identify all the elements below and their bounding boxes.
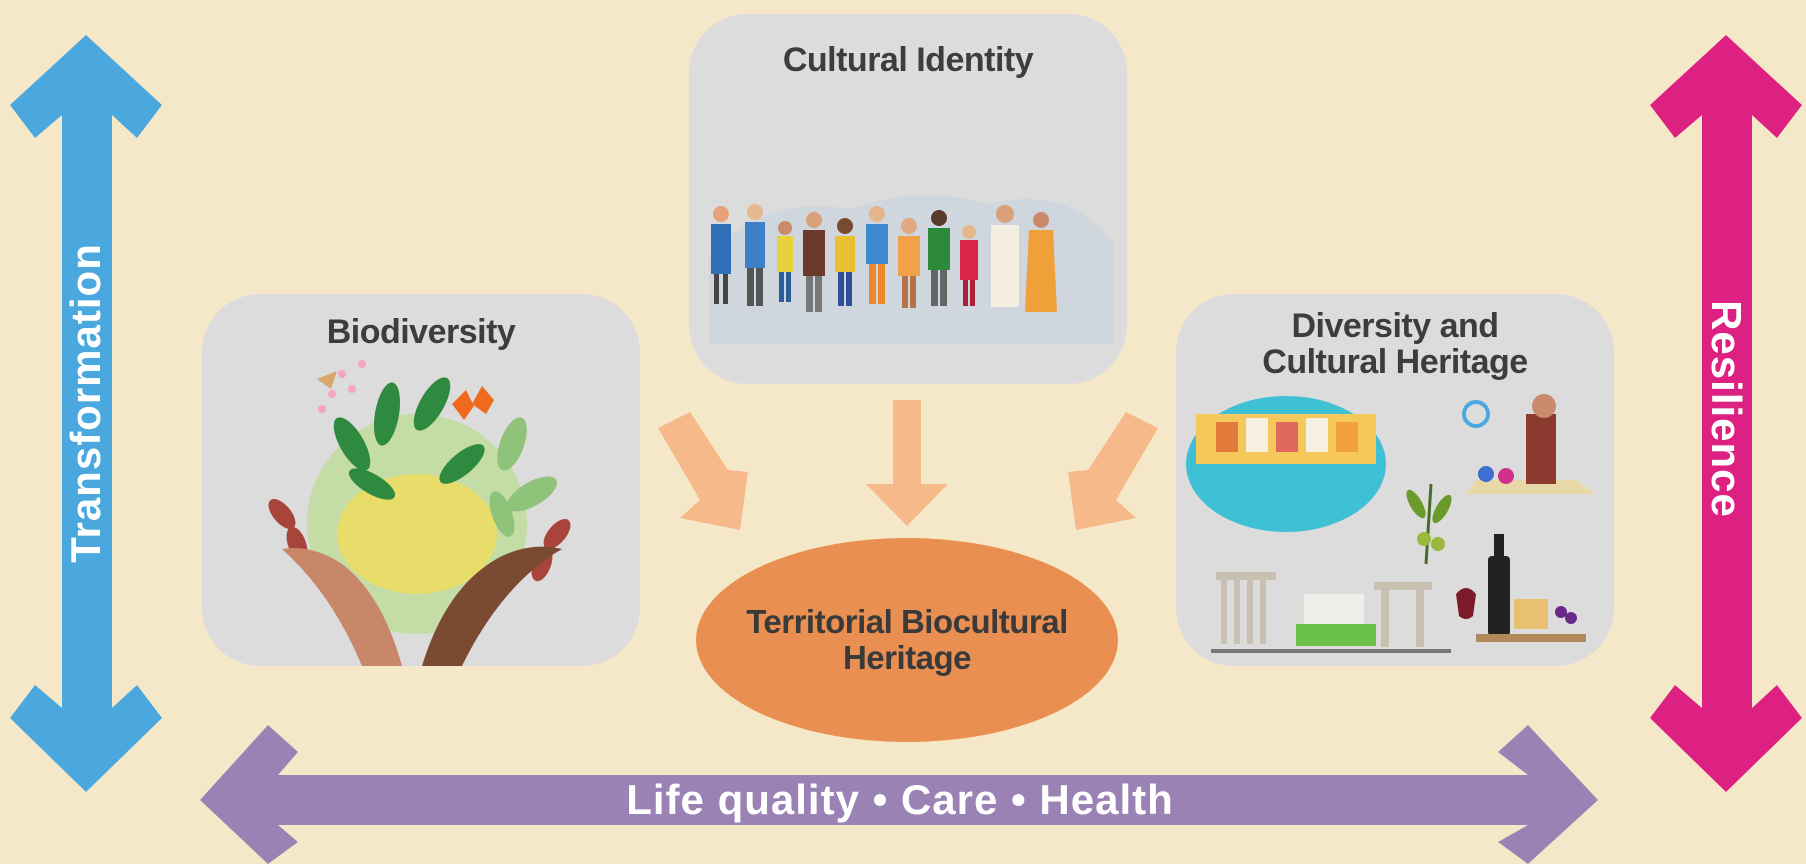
- life-quality-label: Life quality • Care • Health: [626, 776, 1174, 823]
- wine-cheese-icon: [1456, 534, 1586, 642]
- scientist-microscope-icon: [1462, 394, 1596, 494]
- diversity-heritage-title-line1: Diversity and: [1291, 307, 1499, 345]
- resilience-arrow: [1650, 35, 1802, 792]
- olive-branch-icon: [1406, 483, 1452, 565]
- ancient-ruins-icon: [1211, 572, 1451, 653]
- diversity-heritage-title-line2: Cultural Heritage: [1262, 343, 1528, 381]
- territorial-biocultural-heritage-node: Territorial Biocultural Heritage: [696, 538, 1118, 742]
- cultural-identity-title: Cultural Identity: [782, 41, 1034, 79]
- diversity-heritage-box: Diversity and Cultural Heritage: [1176, 294, 1614, 666]
- life-quality-arrow: [200, 725, 1598, 864]
- cultural-identity-box: Cultural Identity: [689, 14, 1127, 384]
- diverse-people-group-illustration: [709, 195, 1114, 344]
- transformation-label: Transformation: [62, 243, 109, 563]
- biodiversity-box: Biodiversity: [202, 294, 640, 666]
- flow-arrow-left: [658, 412, 748, 530]
- flow-arrows: [658, 400, 1158, 530]
- people-figures: [711, 204, 1057, 312]
- resilience-label: Resilience: [1703, 300, 1750, 518]
- center-label-line2: Heritage: [842, 639, 972, 676]
- flow-arrow-right: [1068, 412, 1158, 530]
- biodiversity-title: Biodiversity: [326, 313, 516, 351]
- transformation-arrow: [10, 35, 162, 792]
- center-label-line1: Territorial Biocultural: [746, 603, 1068, 640]
- flow-arrow-middle: [866, 400, 948, 526]
- hands-holding-plants-illustration: [268, 360, 571, 666]
- heritage-illustrations: [1186, 394, 1596, 653]
- coastal-town-icon: [1186, 396, 1386, 532]
